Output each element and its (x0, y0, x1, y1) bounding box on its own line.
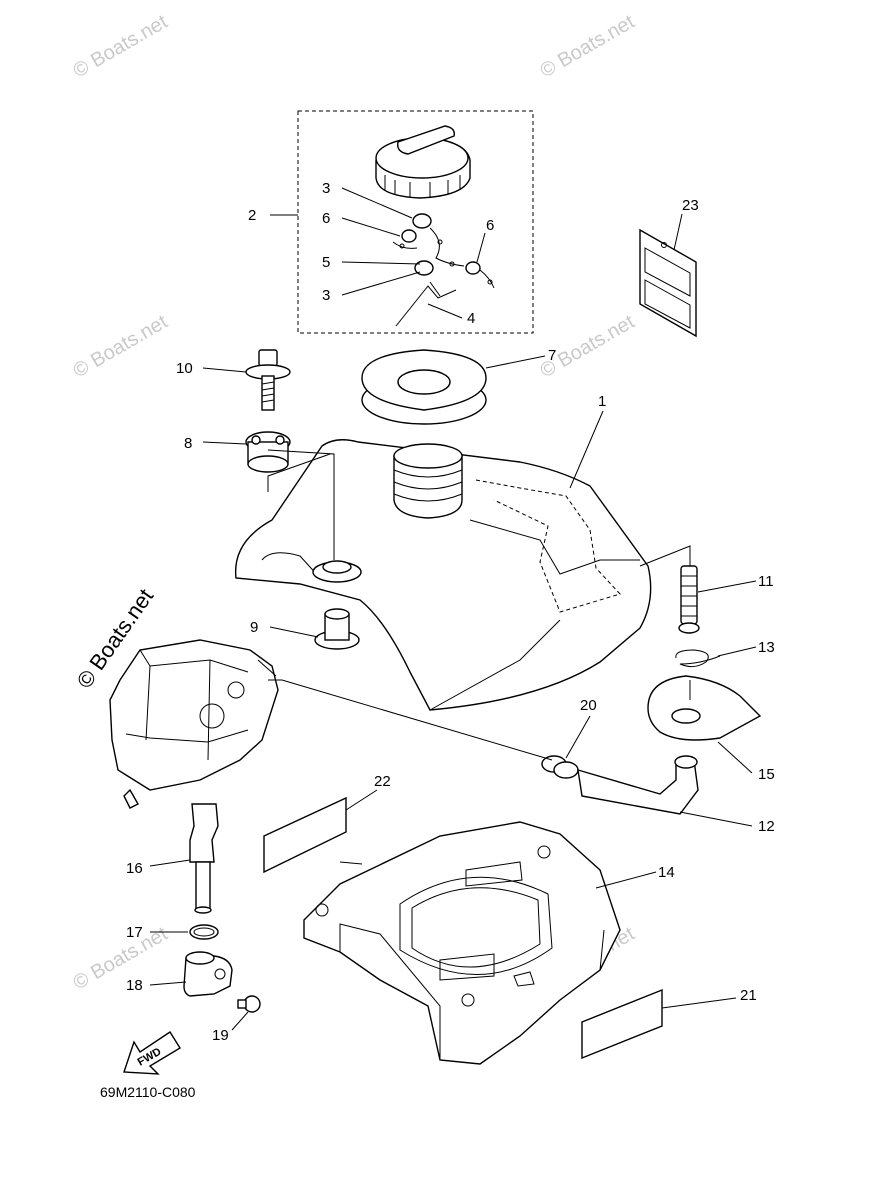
callout-11: 11 (758, 573, 774, 590)
callout-7: 7 (548, 347, 556, 364)
retainer-parts (392, 213, 495, 327)
callout-2: 2 (248, 207, 256, 224)
fuel-tank (234, 439, 652, 711)
bottom-cowling (303, 821, 621, 1065)
callout-19: 19 (212, 1027, 229, 1044)
lever-assembly (183, 803, 261, 1013)
fwd-arrow-icon: FWD (123, 1031, 181, 1075)
callout-23: 23 (682, 197, 699, 214)
callout-14: 14 (658, 864, 675, 881)
watermark: © Boats.net (70, 11, 172, 83)
filter-clip-bracket (647, 565, 762, 741)
callout-13: 13 (758, 639, 775, 656)
label-sheet (639, 228, 697, 338)
callout-4: 4 (467, 310, 475, 327)
callout-8: 8 (184, 435, 192, 452)
bolt-and-fitting (245, 349, 291, 473)
carburetor (109, 639, 282, 809)
callout-17: 17 (126, 924, 143, 941)
callout-5: 5 (322, 254, 330, 271)
callout-12: 12 (758, 818, 775, 835)
watermark: © Boats.net (70, 923, 172, 995)
cap-assembly-box (297, 110, 534, 334)
callout-6: 6 (486, 217, 494, 234)
grommet (361, 349, 487, 425)
callout-1: 1 (598, 393, 606, 410)
callout-18: 18 (126, 977, 143, 994)
callout-6: 6 (322, 210, 330, 227)
clip-and-hose (541, 755, 699, 815)
callout-10: 10 (176, 360, 193, 377)
watermark: © Boats.net (537, 11, 639, 83)
bushing (314, 608, 360, 650)
callout-22: 22 (374, 773, 391, 790)
fuel-cap (375, 125, 471, 199)
callout-3: 3 (322, 287, 330, 304)
callout-15: 15 (758, 766, 775, 783)
callout-16: 16 (126, 860, 143, 877)
diagram-code: 69M2110-C080 (100, 1084, 196, 1100)
watermark: © Boats.net (70, 311, 172, 383)
callout-20: 20 (580, 697, 597, 714)
callout-21: 21 (740, 987, 757, 1004)
decals (263, 796, 663, 1060)
leader-lines (149, 187, 757, 1031)
callout-3: 3 (322, 180, 330, 197)
callout-9: 9 (250, 619, 258, 636)
callout-labels: 1 2 3 6 6 5 3 4 23 7 10 8 9 11 13 20 15 … (126, 180, 775, 1044)
